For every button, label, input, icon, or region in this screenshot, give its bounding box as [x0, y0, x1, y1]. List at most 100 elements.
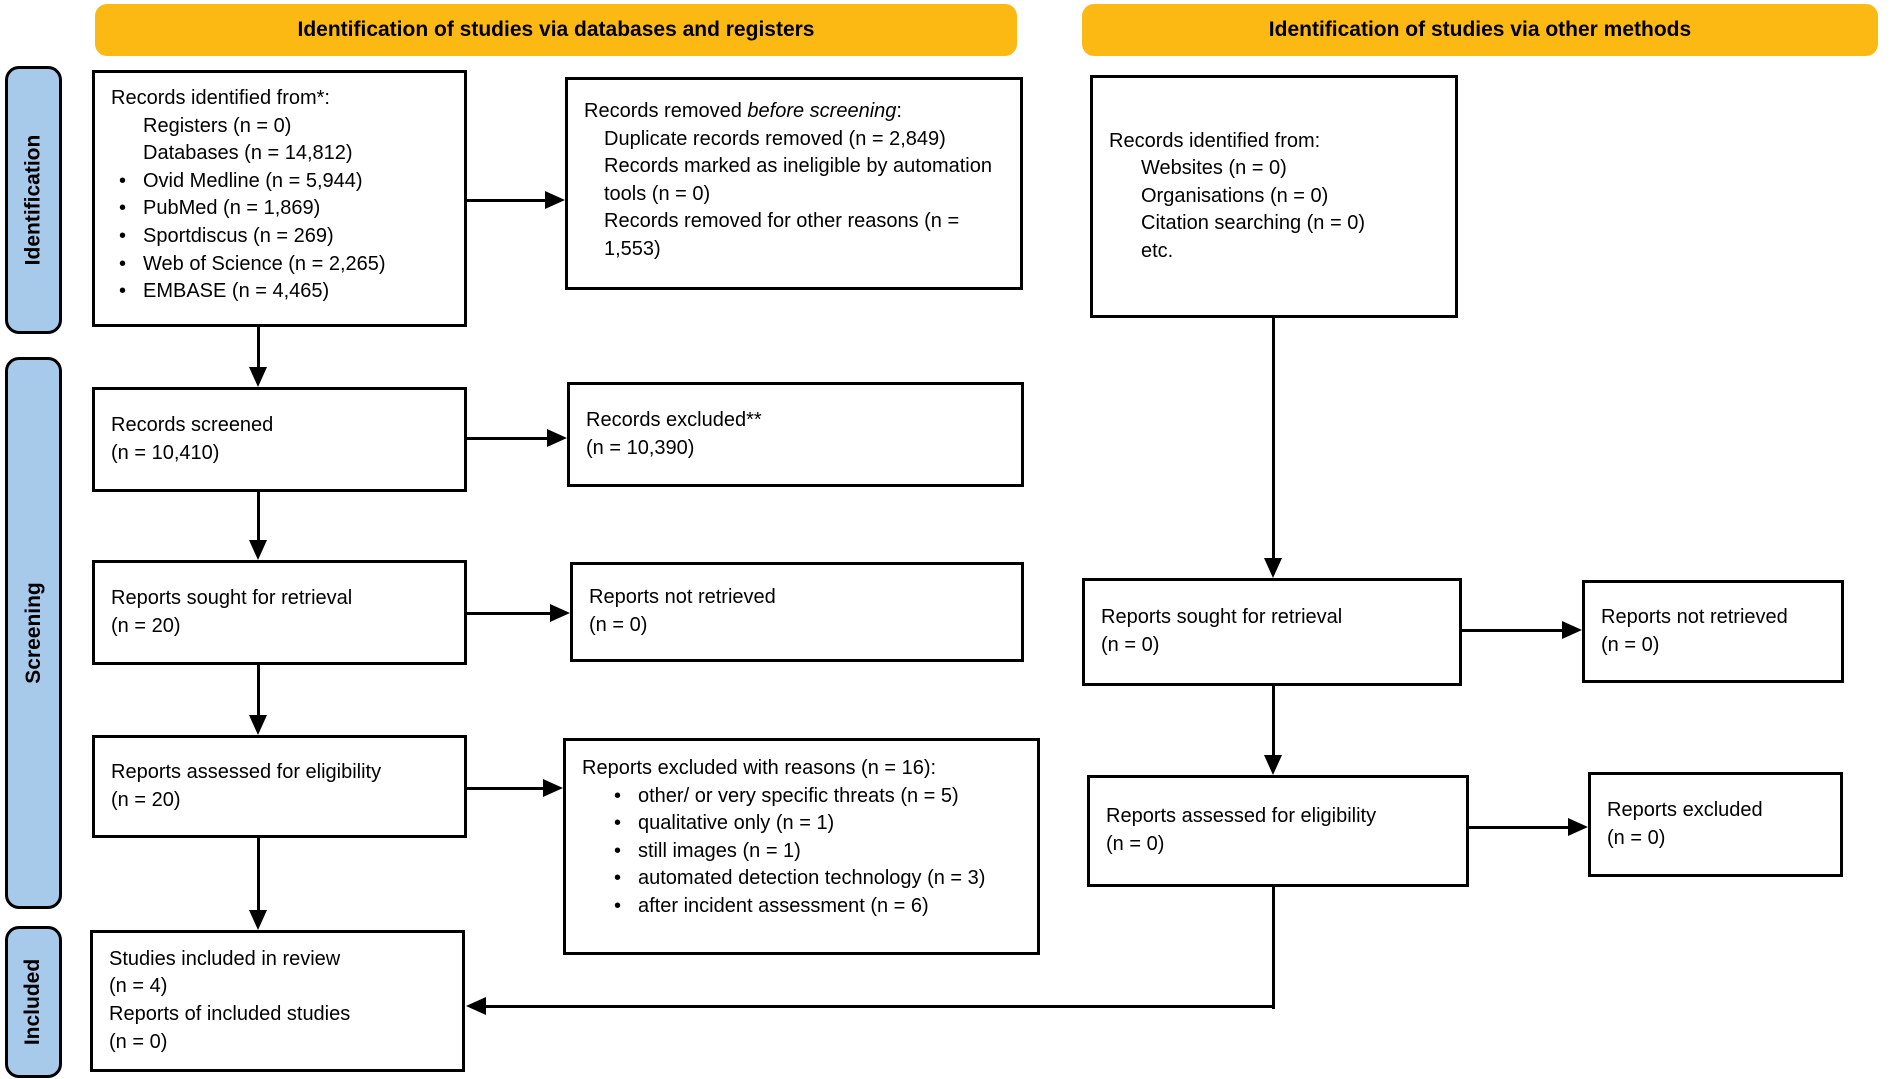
list-item: (n = 0) [1106, 833, 1165, 855]
arrow-assessed-other-to-excluded-line [1469, 825, 1568, 829]
box-reports-not-retrieved-other: Reports not retrieved (n = 0) [1582, 580, 1844, 683]
line-list: Studies included in review(n = 4)Reports… [109, 946, 448, 1056]
line-list: Reports assessed for eligibility (n = 0) [1106, 803, 1452, 858]
list-item: Studies included in review [109, 947, 341, 970]
list-item: Registers (n = 0) [143, 114, 292, 137]
arrow-sought-to-notretrieved-head [550, 604, 570, 622]
line-list: Reports excluded (n = 0) [1607, 797, 1826, 852]
arrow-identified-other-to-sought-line [1271, 318, 1275, 558]
title-suffix: : [896, 100, 902, 122]
arrow-assessed-to-reasons-head [543, 779, 563, 797]
list-item: Websites (n = 0) [1141, 157, 1287, 180]
list-item: Sportdiscus (n = 269) [111, 223, 450, 251]
arrow-assessed-to-included-line [256, 838, 260, 910]
box-records-identified-databases: Records identified from*: Registers (n =… [92, 70, 467, 327]
list-item: (n = 0) [1601, 633, 1660, 656]
list-item: qualitative only (n = 1) [582, 810, 1023, 838]
list-item: Records removed for other reasons (n = 1… [604, 210, 960, 260]
list-item: Reports assessed for eligibility [111, 760, 382, 783]
list-item: Web of Science (n = 2,265) [111, 251, 450, 279]
arrow-identified-to-removed-head [545, 191, 565, 209]
line-list: Records screened (n = 10,410) [111, 412, 450, 467]
box-records-removed: Records removed before screening: Duplic… [565, 77, 1023, 290]
banner-databases-registers-label: Identification of studies via databases … [297, 18, 815, 41]
arrow-sought-other-to-assessed-line [1271, 686, 1275, 755]
indent-list: Websites (n = 0) Organisations (n = 0) Cit… [1109, 155, 1441, 265]
title-italic: before screening [747, 100, 897, 122]
list-item: Reports assessed for eligibility [1106, 805, 1377, 828]
arrow-screened-to-excluded-line [467, 436, 547, 440]
stage-label-identification-text: Identification [21, 134, 45, 266]
box-title: Records removed before screening: [584, 98, 1006, 126]
stage-label-included-text: Included [21, 958, 45, 1046]
line-list: Reports not retrieved (n = 0) [1601, 604, 1827, 659]
arrow-assessed-other-to-excluded-head [1568, 818, 1588, 836]
bullet-list: other/ or very specific threats (n = 5)q… [582, 783, 1023, 921]
box-title: Records identified from: [1109, 129, 1321, 152]
box-reports-excluded-reasons: Reports excluded with reasons (n = 16): … [563, 738, 1040, 955]
arrow-identified-to-removed-line [467, 198, 545, 202]
arrow-identified-other-to-sought-head [1264, 558, 1282, 578]
arrow-sought-to-assessed-line [256, 665, 260, 715]
stage-label-included: Included [5, 926, 62, 1078]
arrow-sought-to-notretrieved-line [467, 611, 550, 615]
arrow-screened-to-excluded-head [547, 429, 567, 447]
stage-label-identification: Identification [5, 66, 62, 334]
arrow-assessed-to-reasons-line [467, 786, 543, 790]
box-studies-included: Studies included in review(n = 4)Reports… [90, 930, 465, 1072]
box-records-identified-other: Records identified from: Websites (n = 0… [1090, 75, 1458, 318]
list-item: PubMed (n = 1,869) [111, 195, 450, 223]
list-item: other/ or very specific threats (n = 5) [582, 783, 1023, 811]
list-item: (n = 20) [111, 788, 181, 811]
list-item: (n = 0) [589, 614, 648, 636]
arrow-assessed-to-included-head [249, 910, 267, 930]
line-list: Records excluded**(n = 10,390) [586, 407, 1007, 462]
line-list: Reports sought for retrieval (n = 20) [111, 585, 450, 640]
arrow-sought-other-to-assessed-head [1264, 755, 1282, 775]
list-item: Reports sought for retrieval [111, 586, 353, 609]
box-reports-sought-databases: Reports sought for retrieval (n = 20) [92, 560, 467, 665]
title-prefix: Records removed [584, 100, 748, 122]
indent-list: Registers (n = 0) Databases (n = 14,812) [111, 113, 450, 168]
bullet-list: Ovid Medline (n = 5,944)PubMed (n = 1,86… [111, 168, 450, 306]
arrow-other-to-included-line [486, 1004, 1275, 1008]
list-item: still images (n = 1) [582, 838, 1023, 866]
list-item: Reports sought for retrieval [1101, 606, 1343, 629]
list-item: Reports not retrieved [589, 586, 776, 609]
indent-list: Duplicate records removed (n = 2,849) Rec… [584, 126, 1006, 264]
list-item: (n = 0) [1101, 634, 1160, 656]
arrow-assessed-other-down-line [1271, 887, 1275, 1009]
box-reports-assessed-other: Reports assessed for eligibility (n = 0) [1087, 775, 1469, 887]
line-list: Reports assessed for eligibility (n = 20) [111, 759, 450, 814]
list-item: Organisations (n = 0) [1141, 184, 1329, 207]
arrow-identified-to-screened-head [249, 367, 267, 387]
list-item: Databases (n = 14,812) [143, 142, 353, 165]
arrow-identified-to-screened-line [256, 327, 260, 367]
arrow-screened-to-sought-head [249, 540, 267, 560]
list-item: (n = 0) [1607, 826, 1666, 849]
banner-databases-registers: Identification of studies via databases … [95, 4, 1017, 56]
arrow-sought-other-to-notretrieved-line [1462, 628, 1562, 632]
box-records-excluded: Records excluded**(n = 10,390) [567, 382, 1024, 487]
line-list: Reports sought for retrieval (n = 0) [1101, 604, 1445, 659]
box-reports-not-retrieved-databases: Reports not retrieved (n = 0) [570, 562, 1024, 662]
box-reports-assessed-databases: Reports assessed for eligibility (n = 20) [92, 735, 467, 838]
list-item: Reports excluded [1607, 798, 1763, 821]
list-item: (n = 10,410) [111, 441, 220, 464]
list-item: (n = 20) [111, 614, 181, 637]
list-item: after incident assessment (n = 6) [582, 893, 1023, 921]
list-item: Records screened [111, 413, 274, 436]
list-item: Duplicate records removed (n = 2,849) [604, 127, 946, 150]
box-records-screened: Records screened (n = 10,410) [92, 387, 467, 492]
list-item: Reports not retrieved [1601, 605, 1788, 628]
box-reports-sought-other: Reports sought for retrieval (n = 0) [1082, 578, 1462, 686]
box-reports-excluded-other: Reports excluded (n = 0) [1588, 772, 1843, 877]
list-item: EMBASE (n = 4,465) [111, 278, 450, 306]
box-title: Records identified from*: [111, 87, 330, 109]
list-item: etc. [1141, 239, 1174, 262]
stage-label-screening: Screening [5, 357, 62, 909]
list-item: Ovid Medline (n = 5,944) [111, 168, 450, 196]
stage-label-screening-text: Screening [21, 582, 45, 684]
list-item: Citation searching (n = 0) [1141, 212, 1366, 235]
